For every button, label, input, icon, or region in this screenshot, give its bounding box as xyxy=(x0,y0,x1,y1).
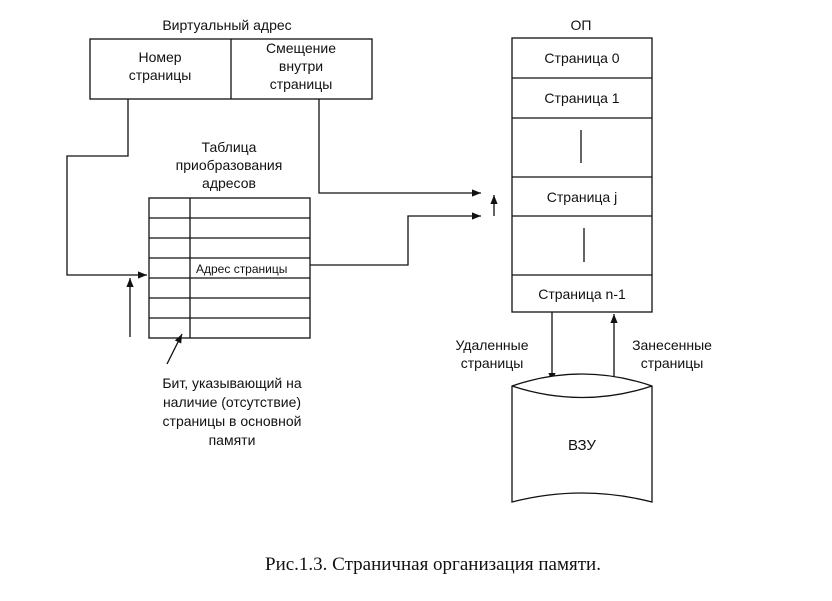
memory-page-n-1: Страница n-1 xyxy=(538,286,626,302)
presence-bit-note-3: страницы в основной xyxy=(163,413,302,429)
loaded-pages-label-2: страницы xyxy=(641,355,704,371)
offset-to-memory-arrow xyxy=(318,99,481,197)
main-memory-title: ОП xyxy=(571,17,592,33)
table-title-2: приобразования xyxy=(176,157,283,173)
page-number-to-table-arrow xyxy=(66,99,147,279)
removed-pages-label-1: Удаленные xyxy=(455,337,528,353)
page-number-label-1: Номер xyxy=(138,49,181,65)
table-title-1: Таблица xyxy=(202,139,257,155)
secondary-storage-label: ВЗУ xyxy=(568,437,596,454)
page-number-field: Номер страницы xyxy=(129,49,192,83)
offset-label-1: Смещение xyxy=(266,40,336,56)
translation-table-title: Таблица приобразования адресов xyxy=(176,139,283,191)
page-address-entry: Адрес страницы xyxy=(196,262,287,276)
translation-table xyxy=(148,197,311,339)
offset-label-3: страницы xyxy=(270,76,333,92)
presence-bit-pointer-arrow xyxy=(166,333,183,365)
memory-page-j: Страница j xyxy=(547,189,617,205)
secondary-storage-cylinder xyxy=(511,373,653,503)
virtual-address-title: Виртуальный адрес xyxy=(162,17,291,33)
main-memory-stack xyxy=(511,37,653,313)
virtual-address-register xyxy=(89,38,373,100)
page-number-label-2: страницы xyxy=(129,67,192,83)
presence-bit-note-4: памяти xyxy=(209,432,256,448)
page-address-to-memory-arrow xyxy=(310,212,481,266)
memory-page-0: Страница 0 xyxy=(544,50,619,66)
presence-bit-note-2: наличие (отсутствие) xyxy=(163,394,301,410)
table-title-3: адресов xyxy=(202,175,256,191)
removed-pages-label-2: страницы xyxy=(461,355,524,371)
loaded-pages-label-1: Занесенные xyxy=(632,337,712,353)
memory-page-1: Страница 1 xyxy=(544,90,619,106)
figure-caption: Рис.1.3. Страничная организация памяти. xyxy=(265,554,601,575)
presence-bit-note-1: Бит, указывающий на xyxy=(162,375,302,391)
offset-label-2: внутри xyxy=(279,58,323,74)
offset-field: Смещение внутри страницы xyxy=(266,40,336,92)
